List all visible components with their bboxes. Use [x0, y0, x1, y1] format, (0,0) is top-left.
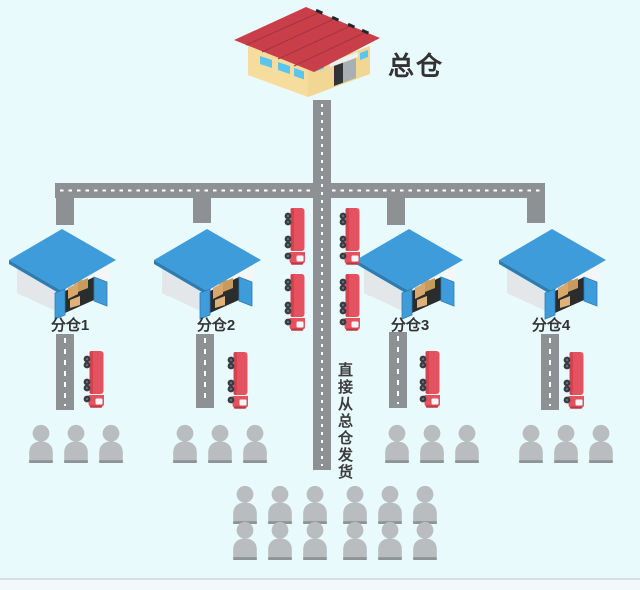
person-icon	[455, 424, 479, 463]
trucks	[83, 208, 584, 409]
person-icon	[208, 424, 232, 463]
truck-icon	[563, 352, 584, 409]
branch-label-2: 分仓2	[196, 317, 236, 334]
person-icon	[303, 485, 327, 524]
truck-icon	[339, 208, 360, 265]
main-warehouse-label: 总仓	[388, 51, 445, 81]
central-road	[313, 100, 331, 470]
bottom-divider	[0, 578, 640, 590]
person-icon	[413, 521, 437, 560]
branch-label-3: 分仓3	[390, 317, 430, 334]
branch-house-icon	[153, 228, 262, 320]
branch-house-icon	[355, 228, 464, 320]
truck-icon	[419, 351, 440, 408]
branch-house-icon	[498, 228, 607, 320]
person-icon	[589, 424, 613, 463]
person-icon	[233, 485, 257, 524]
branch-houses	[8, 228, 607, 320]
person-icon	[64, 424, 88, 463]
person-icon	[268, 521, 292, 560]
person-icon	[385, 424, 409, 463]
person-icon	[519, 424, 543, 463]
person-icon	[233, 521, 257, 560]
truck-icon	[339, 274, 360, 331]
person-icon	[303, 521, 327, 560]
branch-house-icon	[8, 228, 117, 320]
person-icon	[413, 485, 437, 524]
person-icon	[378, 521, 402, 560]
person-icon	[173, 424, 197, 463]
person-icon	[99, 424, 123, 463]
direct-shipping-note: 直接从总仓发货	[336, 362, 353, 481]
road-network	[55, 100, 559, 470]
person-icon	[243, 424, 267, 463]
person-icon	[420, 424, 444, 463]
person-icon	[268, 485, 292, 524]
person-icon	[554, 424, 578, 463]
person-icon	[343, 521, 367, 560]
branch-label-1: 分仓1	[50, 317, 90, 334]
truck-icon	[284, 274, 305, 331]
truck-icon	[227, 352, 248, 409]
truck-icon	[284, 208, 305, 265]
person-icon	[343, 485, 367, 524]
branch-roads	[56, 332, 559, 410]
branch-label-4: 分仓4	[531, 317, 571, 334]
truck-icon	[83, 351, 104, 408]
main-warehouse-icon	[233, 6, 381, 98]
person-icon	[29, 424, 53, 463]
person-icon	[378, 485, 402, 524]
